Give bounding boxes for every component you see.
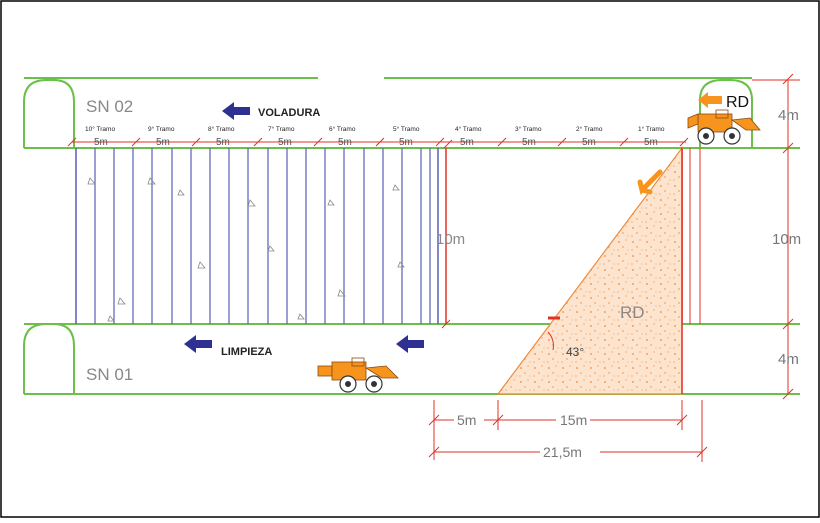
arrow-left-icon <box>698 92 722 108</box>
stretch-label: 3° Tramo <box>515 125 542 133</box>
right-dimension-line <box>752 73 800 400</box>
stretch-label: 6° Tramo <box>329 125 356 133</box>
stretch-label: 2° Tramo <box>576 125 603 133</box>
stretch-length: 5m <box>216 137 230 148</box>
dim-tick <box>441 319 451 329</box>
dim-right-bottom: 4m <box>778 351 799 368</box>
dim-right-middle: 10m <box>772 231 801 248</box>
stretch-label: 7° Tramo <box>268 125 295 133</box>
arrow-left-icon <box>222 102 250 120</box>
stretch-length-labels: 5m 5m 5m 5m 5m 5m 5m 5m 5m 5m <box>94 137 658 148</box>
upper-drift <box>23 77 800 149</box>
arrow-left-icon <box>396 335 424 353</box>
loader-icon <box>687 109 761 145</box>
angle-label: 43° <box>566 345 584 359</box>
muck-pile <box>496 146 683 395</box>
stretch-label: 10° Tramo <box>85 125 115 133</box>
arrow-down-left-icon <box>637 169 663 195</box>
angle-arc <box>547 331 554 351</box>
dim-right-top: 4m <box>778 107 799 124</box>
stretch-label: 4° Tramo <box>455 125 482 133</box>
blasted-stretches <box>75 148 439 324</box>
stretch-label: 1° Tramo <box>638 125 665 133</box>
stretch-dimension-line <box>67 137 689 147</box>
dim-base-left: 5m <box>457 412 476 428</box>
dim-base-slope: 15m <box>560 412 587 428</box>
stretch-labels: 10° Tramo 9° Tramo 8° Tramo 7° Tramo 6° … <box>85 125 665 133</box>
clean-label: LIMPIEZA <box>221 346 272 358</box>
drift-label-lower: SN 01 <box>86 365 133 384</box>
dim-total: 21,5m <box>543 444 582 460</box>
arrow-left-icon <box>184 335 212 353</box>
stretch-label: 5° Tramo <box>393 125 420 133</box>
stretch-length: 5m <box>460 137 474 148</box>
drift-label-upper: SN 02 <box>86 97 133 116</box>
dim-left-height: 10m <box>436 231 465 248</box>
dim-tick <box>443 139 453 149</box>
bottom-dimension-lines <box>428 400 708 462</box>
stretch-label: 9° Tramo <box>148 125 175 133</box>
blast-label: VOLADURA <box>258 107 320 119</box>
stretch-label: 8° Tramo <box>208 125 235 133</box>
stretch-length: 5m <box>582 137 596 148</box>
loader-icon <box>317 357 399 393</box>
stretch-length: 5m <box>278 137 292 148</box>
stretch-length: 5m <box>94 137 108 148</box>
muck-label-lower: RD <box>620 303 645 322</box>
muck-label-upper: RD <box>726 94 749 111</box>
stretch-length: 5m <box>338 137 352 148</box>
stretch-length: 5m <box>522 137 536 148</box>
stretch-length: 5m <box>156 137 170 148</box>
lower-drift <box>23 323 800 395</box>
stretch-length: 5m <box>399 137 413 148</box>
stretch-length: 5m <box>644 137 658 148</box>
